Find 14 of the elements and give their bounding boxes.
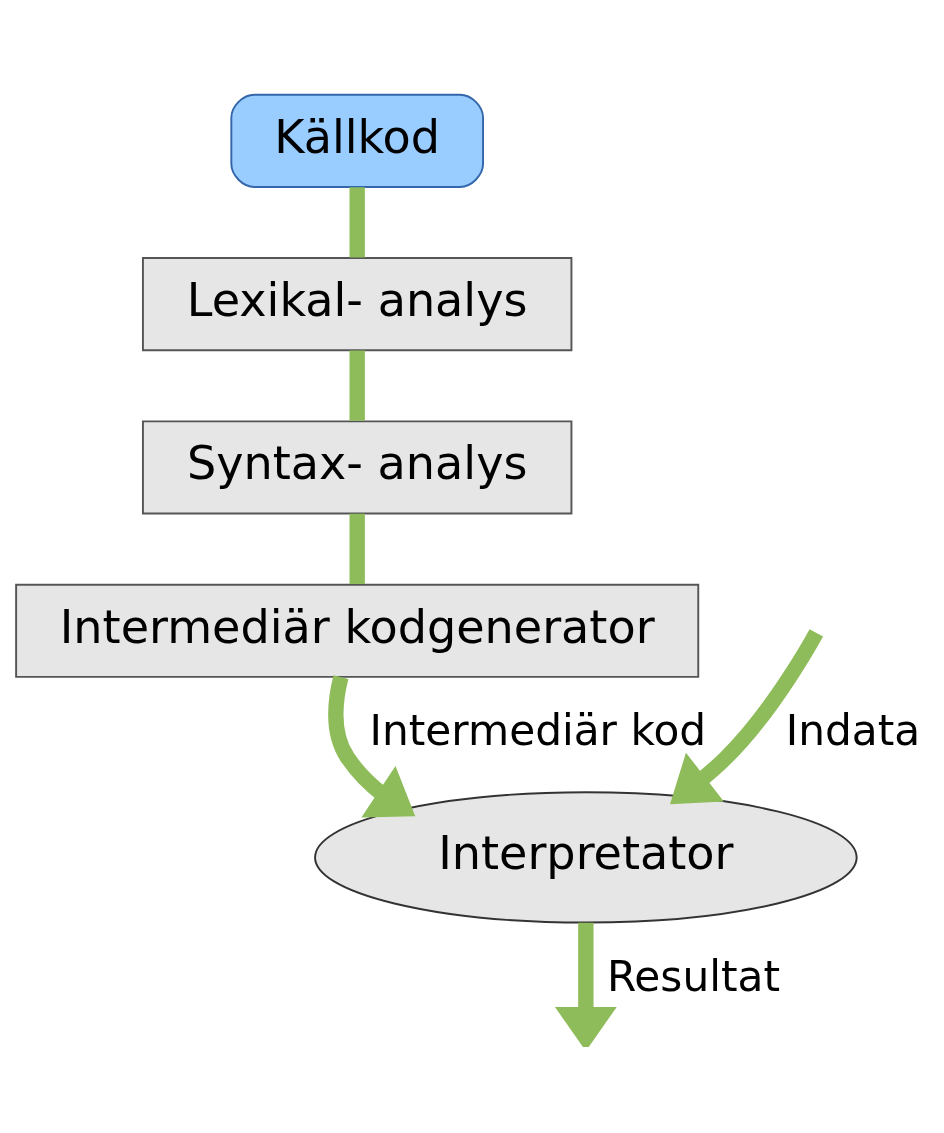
- edge-label: Resultat: [606, 951, 780, 1001]
- connector: [349, 513, 365, 584]
- arrow: [554, 922, 617, 1047]
- node-ellipse: Interpretator: [314, 790, 858, 923]
- node-box: Syntax- analys: [142, 419, 573, 515]
- edge-label: Intermediär kod: [369, 705, 707, 755]
- node-box: Lexikal- analys: [142, 256, 573, 351]
- arrow: [670, 628, 824, 804]
- arrow: [328, 675, 416, 818]
- connector: [349, 186, 365, 257]
- node-box: Källkod: [230, 93, 484, 188]
- connector: [349, 350, 365, 421]
- edge-label: Indata: [785, 705, 921, 755]
- node-box: Intermediär kodgenerator: [15, 583, 700, 678]
